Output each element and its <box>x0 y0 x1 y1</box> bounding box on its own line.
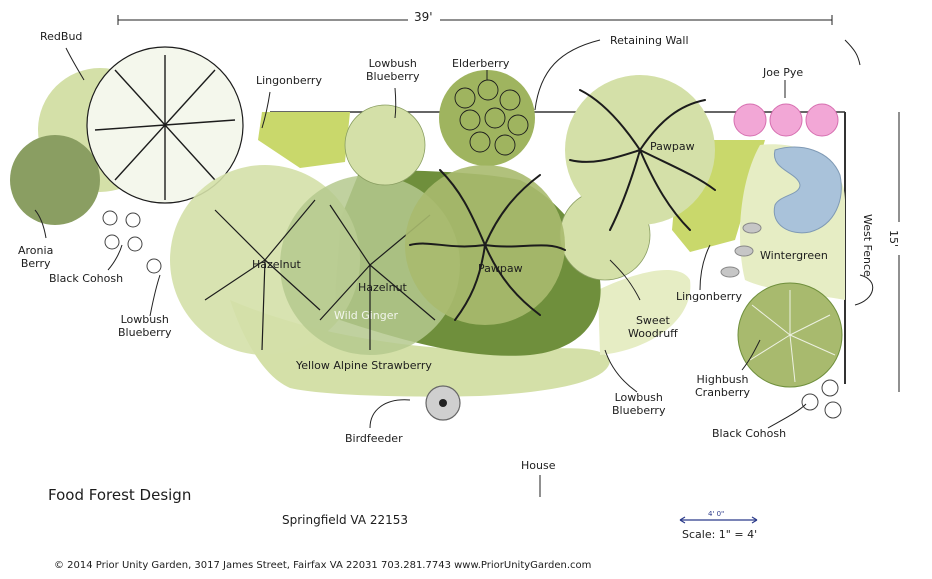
label-joe-pye: Joe Pye <box>763 66 804 79</box>
label-pawpaw-center: Pawpaw <box>478 262 523 275</box>
label-wild-ginger: Wild Ginger <box>334 309 399 322</box>
label-elderberry: Elderberry <box>452 57 510 70</box>
scale-label: Scale: 1" = 4' <box>682 528 758 541</box>
label-wintergreen: Wintergreen <box>760 249 828 262</box>
label-lingonberry-right: Lingonberry <box>676 290 742 303</box>
lingonberry-bed-top <box>258 112 350 168</box>
footer-credit: © 2014 Prior Unity Garden, 3017 James St… <box>54 560 592 571</box>
design-address: Springfield VA 22153 <box>282 513 409 527</box>
label-lowbush-left: Lowbush Blueberry <box>118 313 172 339</box>
label-black-cohosh-left: Black Cohosh <box>49 272 124 285</box>
label-hazelnut-2: Hazelnut <box>358 281 407 294</box>
highbush-cranberry-branches <box>749 290 836 383</box>
label-yellow-strawberry: Yellow Alpine Strawberry <box>296 359 432 372</box>
depth-dimension: 15' <box>887 230 900 248</box>
label-pawpaw-right: Pawpaw <box>650 140 695 153</box>
pond <box>773 146 842 234</box>
dimension-top <box>117 15 833 25</box>
label-lowbush-top: Lowbush Blueberry <box>366 57 420 83</box>
label-hazelnut-1: Hazelnut <box>252 258 301 271</box>
label-aronia: Aronia Berry <box>18 244 54 270</box>
label-birdfeeder: Birdfeeder <box>345 432 403 445</box>
elderberry-shrub <box>439 70 535 166</box>
hazelnut-branches <box>204 199 436 351</box>
label-redbud: RedBud <box>40 30 83 43</box>
leader-lines <box>34 39 873 429</box>
width-dimension: 39' <box>414 10 433 24</box>
elderberry-leaves <box>454 79 529 156</box>
aronia-canopy <box>10 135 100 225</box>
label-house: House <box>521 459 556 472</box>
yellow-strawberry-bed <box>230 300 610 397</box>
lowbush-blueberry-top <box>344 104 426 186</box>
label-sweet-woodruff: Sweet Woodruff <box>628 314 678 340</box>
label-black-cohosh-right: Black Cohosh <box>712 427 787 440</box>
label-retaining-wall: Retaining Wall <box>610 34 689 47</box>
label-lowbush-bottom: Lowbush Blueberry <box>612 391 666 417</box>
black-cohosh-right <box>801 379 842 419</box>
birdfeeder <box>425 385 461 421</box>
wintergreen-stones <box>720 222 762 278</box>
label-highbush-cranberry: Highbush Cranberry <box>695 373 751 399</box>
joe-pye-flowers <box>733 103 839 137</box>
sweet-woodruff-bed <box>598 269 691 355</box>
label-lingonberry-top: Lingonberry <box>256 74 322 87</box>
pawpaw-branches <box>409 89 716 321</box>
label-west-fence: West Fence <box>861 214 874 277</box>
redbud-branches <box>94 55 236 200</box>
scale-mini-label: 4' 0" <box>708 510 725 518</box>
scale-bar <box>679 516 758 524</box>
black-cohosh-left <box>102 210 162 274</box>
design-title: Food Forest Design <box>48 486 192 504</box>
